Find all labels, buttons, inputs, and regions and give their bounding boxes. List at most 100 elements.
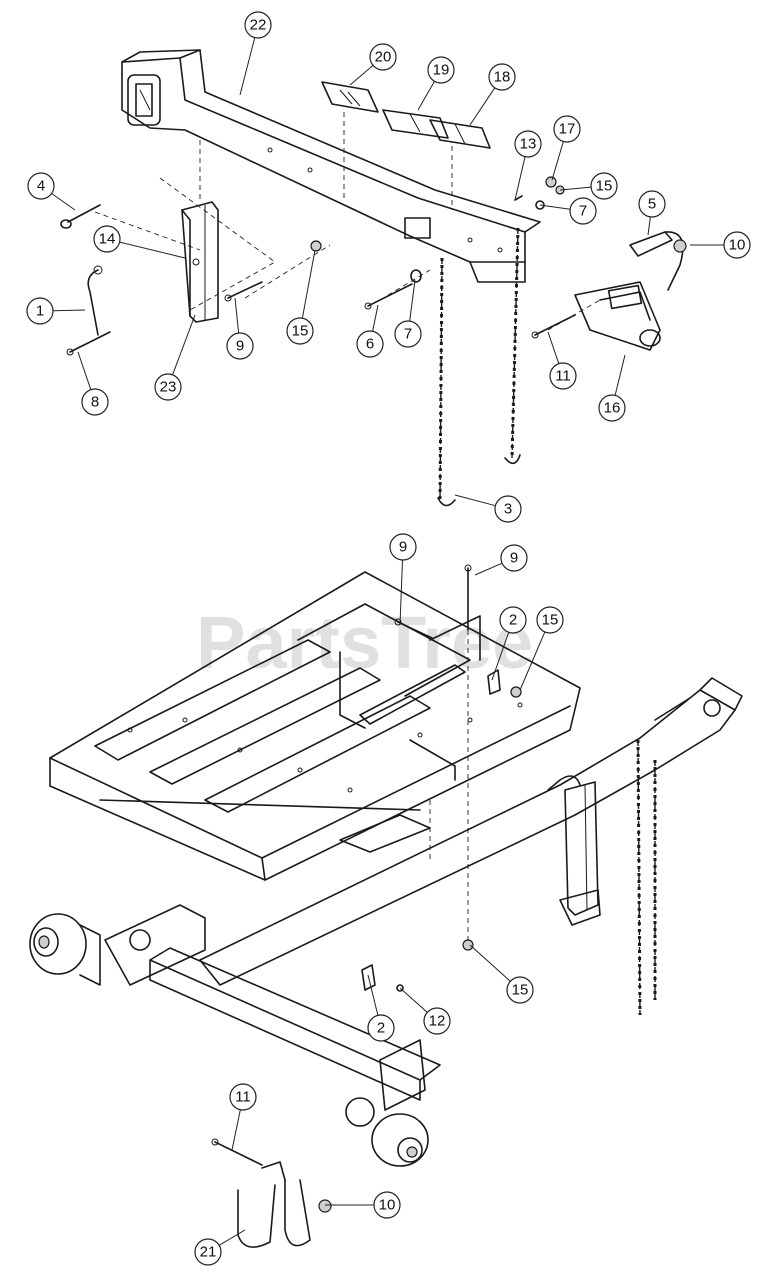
hitch-arm-part-22 (121, 49, 541, 283)
callout-number: 18 (494, 69, 511, 86)
callout-number: 12 (429, 1013, 446, 1030)
callout-leader-line (559, 186, 592, 191)
callout-circle (488, 63, 516, 91)
trailer-tongue-frame (199, 677, 743, 986)
coupler-pin-part-5 (629, 231, 684, 291)
bolt-part-12 (396, 984, 404, 992)
callout-23: 23 (154, 314, 196, 401)
callout-11: 11 (229, 1083, 257, 1151)
nut-part-17 (545, 176, 557, 188)
callout-5: 5 (638, 190, 666, 236)
callout-2: 2 (367, 974, 395, 1042)
callout-10: 10 (325, 1191, 401, 1219)
callout-number: 16 (604, 400, 621, 417)
bolt-part-9-lower-vertical (464, 564, 472, 631)
callout-15: 15 (286, 249, 316, 345)
washer-part-7-right (535, 200, 545, 210)
washer-part-7-upper (410, 269, 422, 283)
callout-7: 7 (394, 279, 422, 348)
bolt-part-13 (514, 195, 523, 201)
callout-leader-line (399, 559, 403, 626)
callout-leader-line (372, 304, 379, 332)
callout-number: 8 (91, 394, 99, 411)
callout-leader-line (514, 156, 526, 201)
callout-number: 22 (250, 17, 267, 34)
callout-circle (244, 11, 272, 39)
callout-1: 1 (26, 297, 86, 325)
callout-leader-line (519, 631, 546, 691)
callout-number: 7 (579, 203, 587, 220)
bolt-part-9-lower-left (394, 618, 433, 639)
callout-leader-line (417, 81, 435, 111)
callout-15: 15 (519, 606, 564, 691)
callout-number: 9 (236, 338, 244, 355)
callout-number: 15 (542, 612, 559, 629)
callout-leader-line (539, 204, 571, 210)
bolt-part-11-upper (531, 314, 576, 339)
callout-number: 10 (729, 237, 746, 254)
callout-circle (194, 1238, 222, 1266)
callout-leader-line (52, 309, 86, 312)
callout-leader-line (551, 141, 564, 181)
callout-leader-line (474, 562, 503, 576)
callout-leader-line (51, 193, 76, 211)
callout-number: 23 (160, 379, 177, 396)
callout-leader-line (491, 632, 510, 681)
callout-19: 19 (417, 56, 455, 111)
callout-number: 2 (509, 612, 517, 629)
callout-leader-line (454, 494, 496, 507)
callout-number: 21 (200, 1244, 217, 1261)
callout-leader-line (547, 331, 560, 364)
callout-circle (286, 317, 314, 345)
bolt-part-6 (364, 283, 413, 310)
callout-number: 15 (292, 323, 309, 340)
nut-part-10-upper (673, 239, 687, 253)
bolt-part-11-lower (211, 1138, 263, 1166)
callout-circle (81, 388, 109, 416)
bolt-part-8 (66, 331, 111, 356)
callout-number: 11 (555, 368, 571, 385)
callout-circle (356, 330, 384, 358)
lynch-pin-part-1 (87, 265, 103, 336)
callout-8: 8 (77, 351, 109, 416)
nut-part-10-lower (318, 1199, 332, 1213)
callout-21: 21 (194, 1229, 246, 1266)
callout-leader-line (614, 354, 626, 396)
safety-chain-part-3 (437, 227, 521, 507)
callout-leader-line (469, 87, 496, 126)
callout-leader-line (218, 1229, 246, 1246)
callout-22: 22 (239, 11, 272, 96)
clip-part-2-lower (361, 964, 376, 991)
callout-10: 10 (690, 231, 751, 259)
callout-number: 14 (99, 231, 116, 248)
callout-number: 15 (596, 178, 613, 195)
callout-number: 17 (559, 121, 576, 138)
callout-circle (514, 130, 542, 158)
callout-circle (27, 172, 55, 200)
callout-number: 13 (520, 136, 537, 153)
callout-leader-line (399, 987, 428, 1013)
callout-number: 19 (433, 62, 450, 79)
callout-circle (638, 190, 666, 218)
callout-circle (389, 533, 417, 561)
callout-leader-line (409, 279, 416, 322)
callout-leader-line (469, 944, 511, 982)
callout-16: 16 (598, 354, 626, 422)
callout-circle (154, 373, 182, 401)
callout-number: 3 (504, 501, 512, 518)
callout-circle (499, 606, 527, 634)
callout-circle (367, 1014, 395, 1042)
callout-leader-line (301, 249, 316, 319)
trailer-bed (49, 571, 581, 881)
callout-circle (373, 1191, 401, 1219)
callout-circle (93, 225, 121, 253)
callout-circle (590, 172, 618, 200)
callout-number: 6 (366, 336, 374, 353)
callout-circle (229, 1083, 257, 1111)
callout-number: 15 (512, 982, 529, 999)
callout-number: 2 (377, 1020, 385, 1037)
callout-9: 9 (226, 297, 254, 360)
axle-assembly (104, 904, 441, 1127)
callout-leader-line (172, 314, 196, 376)
